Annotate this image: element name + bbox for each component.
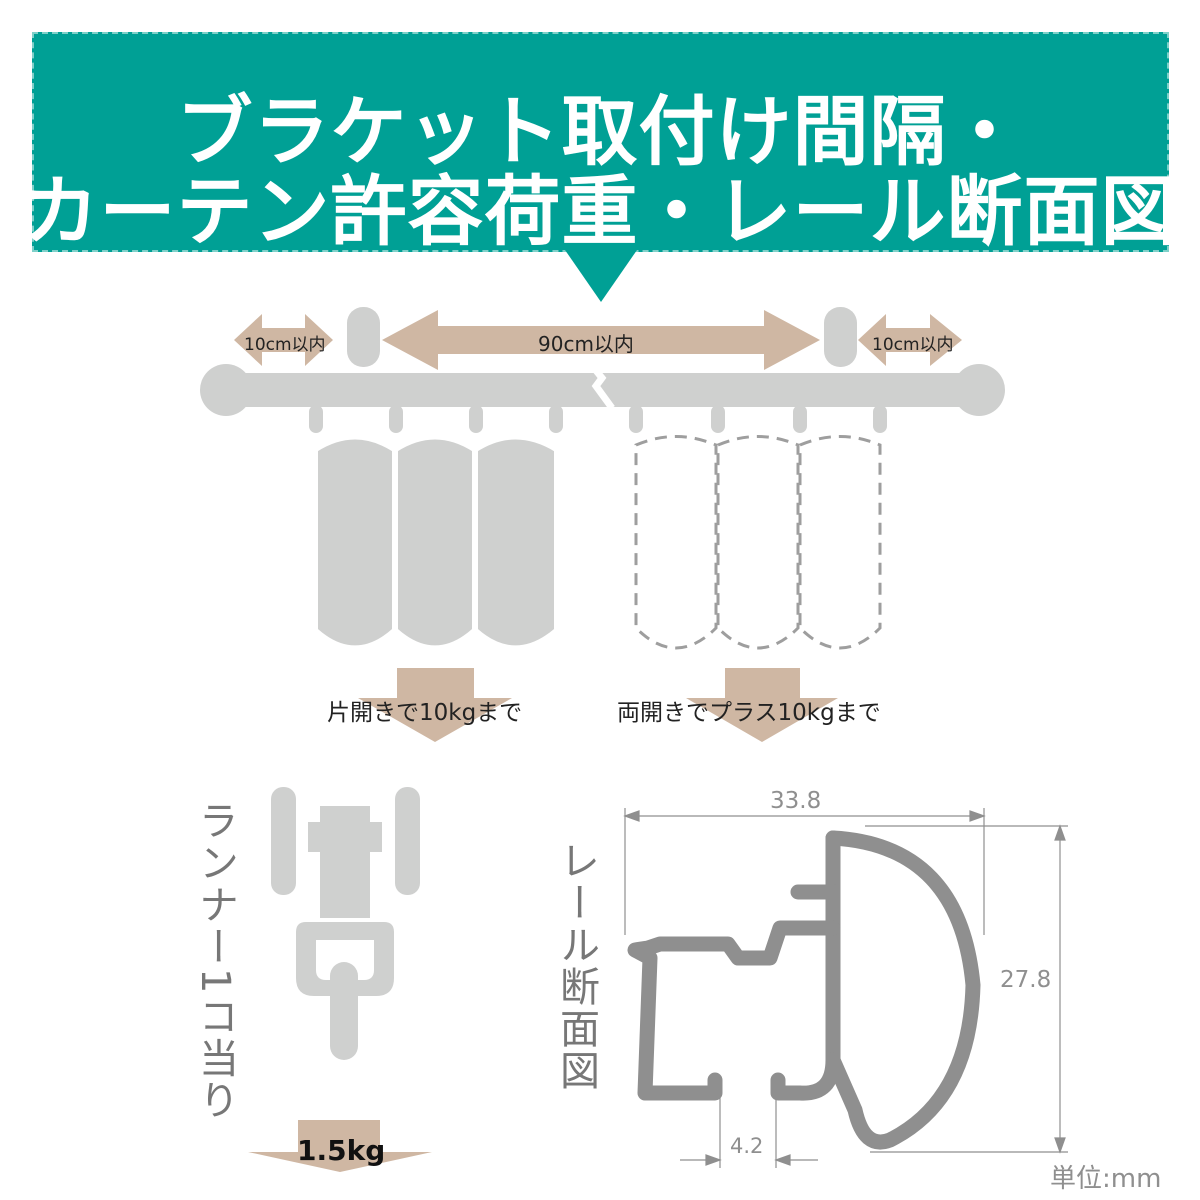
- spacing-arrow-right: [858, 314, 962, 366]
- rail-runner: [469, 405, 483, 433]
- curtain-fold-dashed: [798, 435, 882, 650]
- title-banner: [32, 32, 1169, 252]
- rail-break-mark: [591, 365, 615, 411]
- rail-width-label: 33.8: [770, 788, 822, 814]
- load-arrow-single: [358, 668, 512, 742]
- load-arrow-double: [686, 668, 838, 742]
- runner-caption: ランナー1コ当り: [192, 800, 238, 1122]
- title-banner-pointer: [565, 250, 637, 302]
- rail-height-label: 27.8: [1000, 967, 1052, 993]
- rail-gap-label: 4.2: [730, 1134, 764, 1158]
- spacing-label-left: 10cm以内: [244, 335, 326, 355]
- rail-runner: [873, 405, 887, 433]
- load-label-single: 片開きで10kgまで: [327, 700, 523, 726]
- rail-runner: [793, 405, 807, 433]
- unit-label: 単位:mm: [1050, 1164, 1162, 1194]
- spacing-label-right: 10cm以内: [872, 335, 954, 355]
- spacing-label-center: 90cm以内: [538, 332, 634, 356]
- curtain-fold: [314, 435, 396, 650]
- title-line-2: カーテン許容荷重・レール断面図: [22, 167, 1178, 256]
- rail-runner: [629, 405, 643, 433]
- load-label-double: 両開きでプラス10kgまで: [617, 700, 881, 726]
- rail-profile: [627, 830, 981, 1150]
- runner-weight-label: 1.5kg: [297, 1134, 386, 1167]
- curtain-fold-dashed: [716, 435, 800, 650]
- rail-caption: レール断面図: [553, 840, 599, 1092]
- rail-runner: [549, 405, 563, 433]
- bracket-left: [347, 307, 380, 367]
- rail-runner: [711, 405, 725, 433]
- title-line-1: ブラケット取付け間隔・: [176, 87, 1024, 176]
- runner-weight-arrow: [248, 1120, 432, 1172]
- bracket-right: [824, 307, 857, 367]
- spacing-arrow-center: [382, 310, 820, 370]
- rail-runner: [389, 405, 403, 433]
- curtain-fold-dashed: [634, 435, 718, 650]
- curtain-fold: [474, 435, 558, 650]
- curtain-fold: [394, 435, 476, 650]
- rail-runner: [309, 405, 323, 433]
- spacing-arrow-left: [234, 314, 333, 366]
